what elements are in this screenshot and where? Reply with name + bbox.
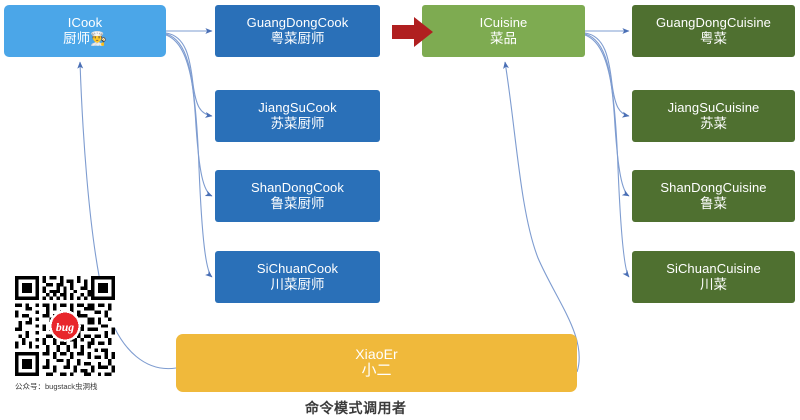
edge-icook-jiangsu xyxy=(165,32,213,118)
node-shandongcook-en: ShanDongCook xyxy=(251,180,344,196)
node-sichuancuisine-cn: 川菜 xyxy=(700,276,727,292)
edge-icuisine-sichuan xyxy=(584,34,630,278)
node-sichuancuisine-en: SiChuanCuisine xyxy=(666,261,761,277)
edge-icook-sichuan xyxy=(165,34,213,278)
node-icuisine-interface[interactable]: ICuisine 菜品 xyxy=(422,5,585,57)
node-shandongcook-cn: 鲁菜厨师 xyxy=(270,195,325,211)
node-sichuancook-en: SiChuanCook xyxy=(256,261,339,277)
node-xiaoer-cn: 小二 xyxy=(361,362,392,380)
node-shandongcuisine[interactable]: ShanDongCuisine 鲁菜 xyxy=(632,170,795,222)
node-shandongcook[interactable]: ShanDongCook 鲁菜厨师 xyxy=(215,170,380,222)
node-jiangsucuisine-cn: 苏菜 xyxy=(700,115,727,131)
edge-icook-shandong xyxy=(165,33,213,197)
right-arrow-icon xyxy=(392,17,433,47)
node-guangdongcuisine-en: GuangDongCuisine xyxy=(655,15,772,31)
edge-xiaoer-icuisine xyxy=(503,61,580,373)
node-sichuancook[interactable]: SiChuanCook 川菜厨师 xyxy=(215,251,380,303)
qr-code-block: bug 公众号：bugstack虫洞栈 xyxy=(15,276,115,392)
chef-icon: 👨‍🍳 xyxy=(90,30,107,46)
edge-icuisine-jiangsu xyxy=(584,32,630,118)
node-icuisine-cn: 菜品 xyxy=(490,30,517,46)
node-jiangsucook[interactable]: JiangSuCook 苏菜厨师 xyxy=(215,90,380,142)
node-sichuancook-cn: 川菜厨师 xyxy=(270,276,325,292)
node-icook-en: ICook xyxy=(67,15,103,31)
node-jiangsucuisine[interactable]: JiangSuCuisine 苏菜 xyxy=(632,90,795,142)
node-icook-interface[interactable]: ICook 厨师👨‍🍳 xyxy=(4,5,166,57)
node-guangdongcuisine-cn: 粤菜 xyxy=(700,30,727,46)
footer-label: 命令模式调用者 xyxy=(305,400,407,416)
node-icook-cn: 厨师👨‍🍳 xyxy=(63,30,107,46)
edge-icuisine-shandong xyxy=(584,33,630,197)
node-jiangsucuisine-en: JiangSuCuisine xyxy=(667,100,760,116)
node-jiangsucook-cn: 苏菜厨师 xyxy=(270,115,325,131)
node-jiangsucook-en: JiangSuCook xyxy=(258,100,337,116)
node-shandongcuisine-en: ShanDongCuisine xyxy=(660,180,767,196)
node-shandongcuisine-cn: 鲁菜 xyxy=(700,195,727,211)
node-guangdongcook-cn: 粤菜厨师 xyxy=(270,30,325,46)
node-guangdongcuisine[interactable]: GuangDongCuisine 粤菜 xyxy=(632,5,795,57)
node-guangdongcook[interactable]: GuangDongCook 粤菜厨师 xyxy=(215,5,380,57)
qr-caption: 公众号：bugstack虫洞栈 xyxy=(15,382,98,391)
node-guangdongcook-en: GuangDongCook xyxy=(246,15,349,31)
qr-logo-text: bug xyxy=(56,321,74,334)
node-xiaoer-en: XiaoEr xyxy=(355,345,398,362)
node-icuisine-en: ICuisine xyxy=(479,15,528,31)
node-sichuancuisine[interactable]: SiChuanCuisine 川菜 xyxy=(632,251,795,303)
qr-code-icon: bug xyxy=(15,276,115,376)
node-xiaoer-invoker[interactable]: XiaoEr 小二 xyxy=(176,334,577,392)
